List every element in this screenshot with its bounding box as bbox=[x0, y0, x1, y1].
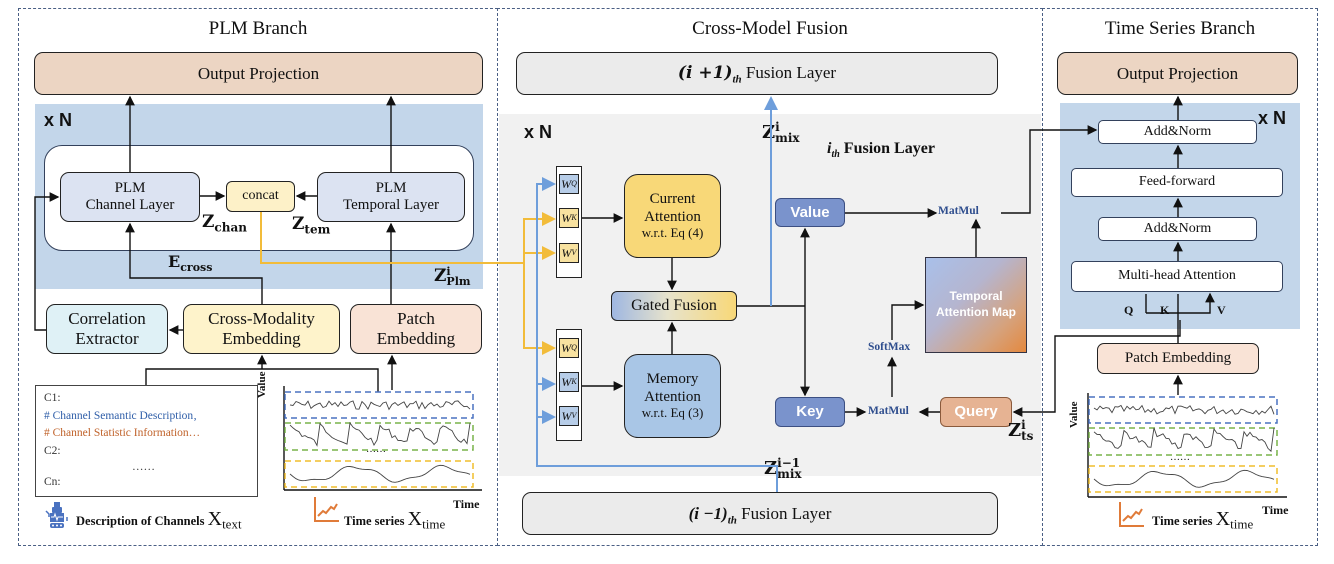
channel-description-box: C1: # Channel Semantic Description‚ # Ch… bbox=[35, 385, 258, 497]
z-tem-label: Ztem bbox=[292, 214, 331, 237]
yellow-concat-route bbox=[260, 212, 556, 264]
ts-patch-embedding: Patch Embedding bbox=[1097, 343, 1259, 374]
multi-head-attention: Multi-head Attention bbox=[1071, 261, 1283, 292]
plm-output-projection: Output Projection bbox=[34, 52, 483, 95]
key-box: Key bbox=[775, 397, 845, 427]
blue-prev-route bbox=[536, 177, 778, 492]
add-norm-bottom: Add&Norm bbox=[1098, 217, 1257, 241]
ts-caption: Time series Xtime bbox=[1152, 508, 1254, 532]
plm-series-line-1 bbox=[289, 400, 471, 411]
ts-chart-icon bbox=[1118, 502, 1144, 528]
plm-series-box-green bbox=[284, 422, 474, 451]
v-label: V bbox=[1217, 303, 1226, 317]
plm-series-line-3 bbox=[289, 464, 471, 483]
yellow-to-wq-bottom bbox=[523, 253, 556, 355]
ts-repeat-label: x N bbox=[1258, 108, 1287, 128]
z-chan-label: Zchan bbox=[202, 212, 247, 235]
ts-series-box-blue bbox=[1088, 396, 1278, 424]
desc-line-c1: C1: bbox=[44, 392, 61, 404]
feed-forward: Feed-forward bbox=[1071, 168, 1283, 197]
ith-fusion-layer-label: ith Fusion Layer bbox=[827, 140, 935, 161]
ts-branch-panel bbox=[1042, 8, 1318, 546]
matmul-top: MatMul bbox=[938, 205, 979, 217]
ts-series-line-2 bbox=[1093, 427, 1275, 453]
ts-series-ellipsis: …… bbox=[1170, 452, 1190, 463]
desc-line-ellipsis: …… bbox=[132, 461, 155, 473]
arrow-qkv bbox=[1145, 294, 1210, 343]
plm-axis-time-label: Time bbox=[453, 497, 480, 511]
plm-series-line-2 bbox=[289, 421, 471, 447]
gated-fusion: Gated Fusion bbox=[611, 291, 737, 321]
fusion-title: Cross-Model Fusion bbox=[692, 18, 848, 39]
arrow-ts-to-query bbox=[1012, 320, 1181, 417]
e-cross-label: Ecross bbox=[168, 252, 213, 275]
k-label: K bbox=[1160, 303, 1170, 317]
ts-series-line-3 bbox=[1093, 469, 1275, 488]
add-norm-top: Add&Norm bbox=[1098, 120, 1257, 144]
fusion-repeat-label: x N bbox=[524, 122, 553, 142]
ts-series-box-yellow bbox=[1088, 465, 1278, 493]
ts-series-line-1 bbox=[1093, 404, 1275, 416]
plm-chart-icon bbox=[313, 497, 339, 523]
ts-output-projection: Output Projection bbox=[1057, 52, 1298, 95]
description-caption: Description of Channels Xtext bbox=[76, 508, 242, 532]
desc-line-semantic: # Channel Semantic Description‚ bbox=[44, 409, 197, 422]
ts-branch-title: Time Series Branch bbox=[1104, 18, 1256, 39]
line-matmul-out bbox=[1001, 125, 1098, 214]
desc-line-c2: C2: bbox=[44, 444, 61, 457]
ts-chart-axes bbox=[1087, 393, 1287, 498]
robot-icon bbox=[45, 502, 71, 530]
plm-series-box-blue bbox=[284, 391, 474, 419]
prev-fusion-layer: (i −1)th Fusion Layer bbox=[522, 492, 998, 535]
concat-box: concat bbox=[226, 181, 295, 212]
ts-series-box-green bbox=[1088, 427, 1278, 456]
next-fusion-layer: (i +1)th Fusion Layer bbox=[516, 52, 998, 95]
ts-axis-time-label: Time bbox=[1262, 503, 1289, 517]
yellow-to-wk bbox=[523, 212, 556, 253]
desc-line-cn: Cn: bbox=[44, 476, 61, 488]
plm-branch-title: PLM Branch bbox=[208, 18, 308, 39]
softmax-label: SoftMax bbox=[868, 341, 911, 353]
q-label: Q bbox=[1124, 303, 1134, 317]
arrow-inputs-to-cross bbox=[145, 356, 379, 392]
arrow-correlation-to-channel bbox=[34, 192, 60, 331]
value-box: Value bbox=[775, 198, 845, 227]
plm-ts-caption: Time series Xtime bbox=[344, 508, 446, 532]
matmul-bottom: MatMul bbox=[868, 405, 909, 417]
plm-chart-axes bbox=[283, 386, 482, 491]
plm-repeat-label: x N bbox=[44, 110, 73, 130]
desc-line-statistic: # Channel Statistic Information… bbox=[44, 427, 201, 439]
plm-series-box-yellow bbox=[284, 460, 474, 488]
arrow-cross-to-channel bbox=[125, 222, 263, 304]
arrow-softmax-to-map bbox=[891, 300, 925, 340]
query-box: Query bbox=[940, 397, 1012, 427]
